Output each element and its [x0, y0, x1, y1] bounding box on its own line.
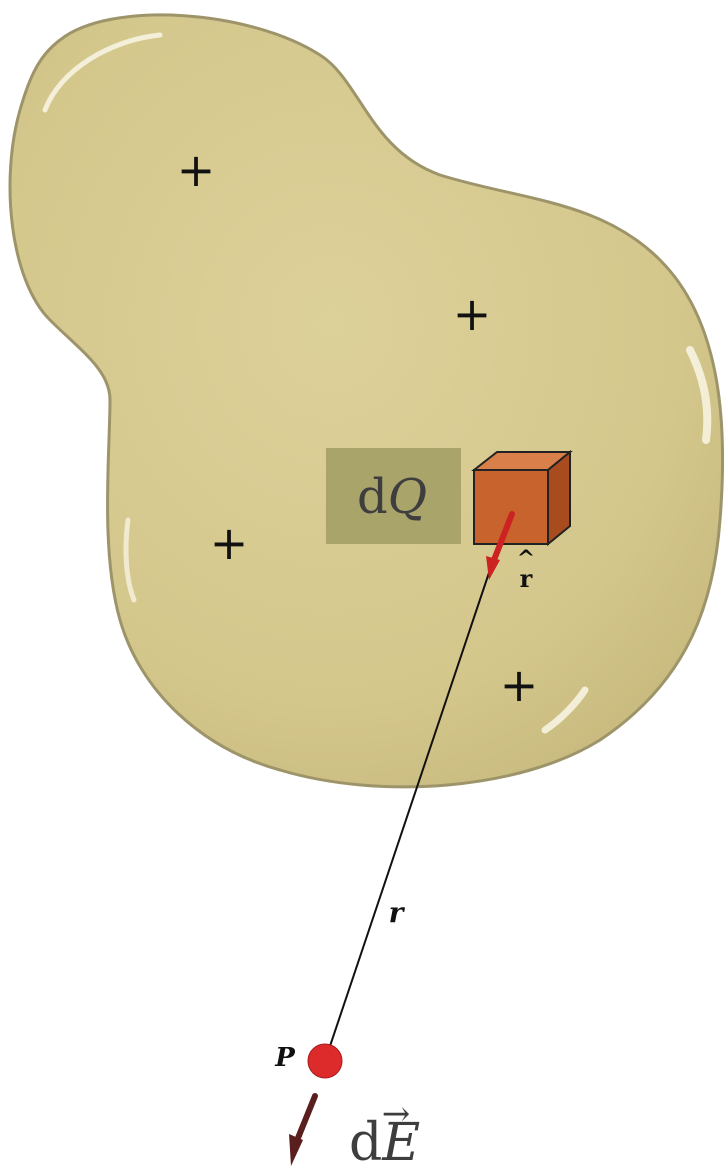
charged-body	[10, 15, 723, 787]
distance-label: r	[389, 896, 406, 929]
unit-vector-label: r	[520, 564, 533, 593]
field-vector-de	[298, 1096, 315, 1138]
cube-front	[474, 470, 548, 544]
field-point	[308, 1044, 342, 1078]
charge-sign: +	[177, 143, 216, 197]
charge-sign: +	[500, 658, 539, 712]
charge-sign: +	[453, 287, 492, 341]
charge-sign: +	[210, 516, 249, 570]
dq-label: dQ	[357, 469, 427, 525]
point-label: P	[274, 1043, 296, 1073]
field-label-vector-arrow: →	[382, 1094, 411, 1134]
charge-element-cube	[474, 452, 570, 544]
